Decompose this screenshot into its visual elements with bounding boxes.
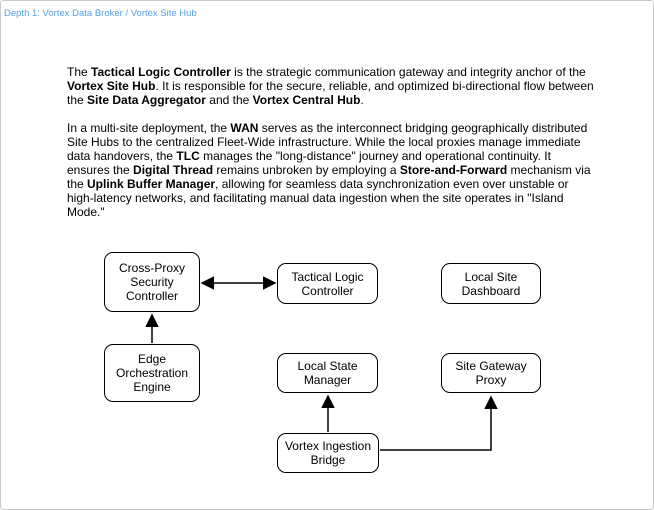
node-label: Cross-Proxy Security Controller bbox=[118, 261, 185, 303]
node-local-site-dashboard[interactable]: Local Site Dashboard bbox=[441, 263, 541, 304]
node-cross-proxy-security-controller[interactable]: Cross-Proxy Security Controller bbox=[104, 252, 200, 312]
description-paragraph-1: The Tactical Logic Controller is the str… bbox=[67, 65, 594, 107]
node-label: Local Site Dashboard bbox=[461, 269, 521, 298]
node-tactical-logic-controller[interactable]: Tactical Logic Controller bbox=[277, 263, 378, 304]
breadcrumb[interactable]: Depth 1: Vortex Data Broker / Vortex Sit… bbox=[4, 8, 197, 19]
node-vortex-ingestion-bridge[interactable]: Vortex Ingestion Bridge bbox=[277, 433, 379, 473]
node-site-gateway-proxy[interactable]: Site Gateway Proxy bbox=[441, 353, 541, 393]
node-label: Edge Orchestration Engine bbox=[115, 352, 189, 394]
node-label: Tactical Logic Controller bbox=[291, 269, 364, 298]
arrow-vib-to-sgp bbox=[380, 395, 498, 451]
node-label: Vortex Ingestion Bridge bbox=[284, 439, 372, 467]
node-edge-orchestration-engine[interactable]: Edge Orchestration Engine bbox=[104, 344, 200, 402]
node-local-state-manager[interactable]: Local State Manager bbox=[277, 353, 378, 393]
node-label: Site Gateway Proxy bbox=[455, 359, 527, 387]
description-text: The Tactical Logic Controller is the str… bbox=[67, 65, 595, 233]
node-label: Local State Manager bbox=[297, 359, 358, 387]
description-paragraph-2: In a multi-site deployment, the WAN serv… bbox=[67, 121, 591, 219]
